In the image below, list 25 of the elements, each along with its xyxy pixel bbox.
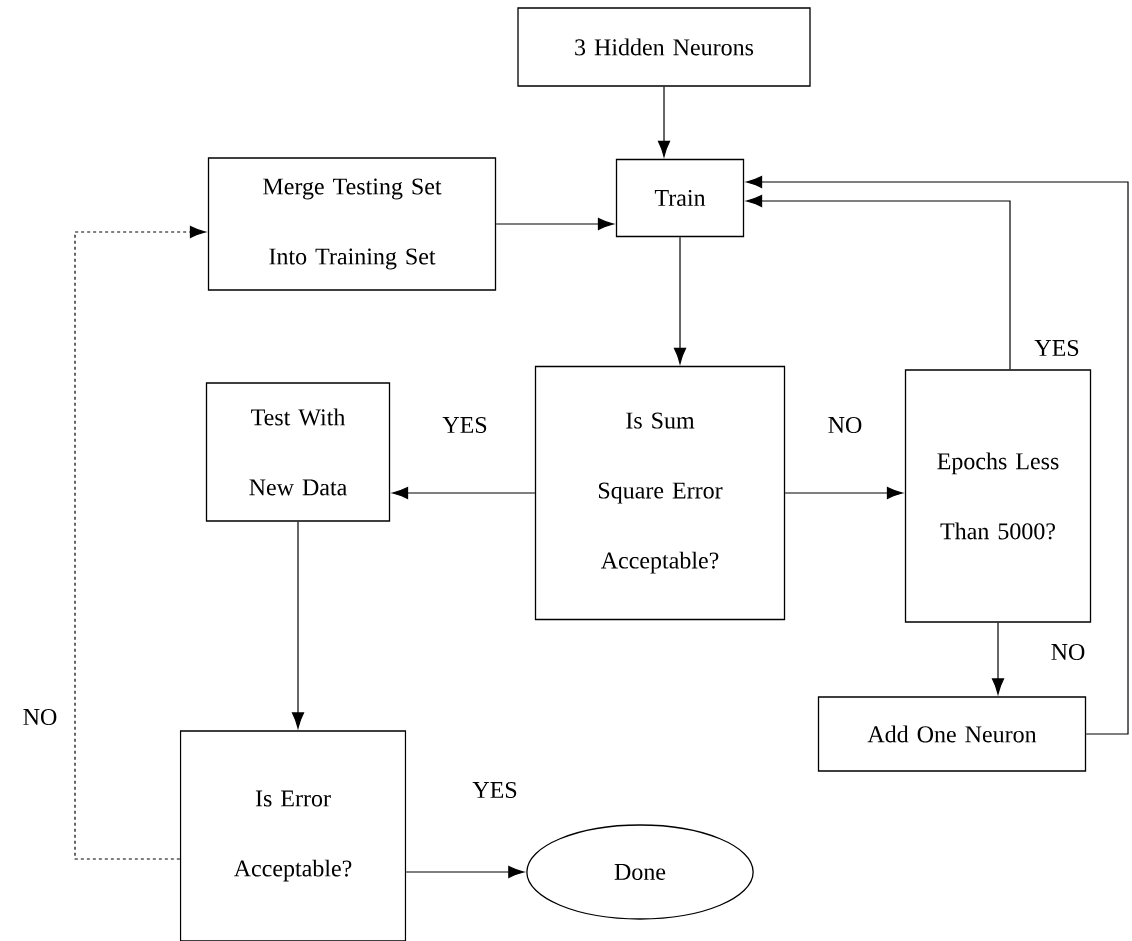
arrow: [495, 217, 614, 231]
process-box: Train: [615, 158, 745, 238]
process-box: Test With New Data: [205, 382, 391, 522]
edge-label: YES: [470, 779, 520, 801]
arrow: [746, 175, 1129, 735]
decision-box: Is Sum Square Error Acceptable?: [534, 365, 786, 621]
edge-label: NO: [20, 706, 60, 728]
edge-label: NO: [825, 414, 865, 436]
decision-box: Epochs Less Than 5000?: [904, 369, 1092, 623]
arrow: [673, 236, 687, 364]
edge-label: NO: [1048, 641, 1088, 663]
arrow: [405, 865, 525, 879]
arrow: [991, 622, 1005, 695]
arrow: [392, 486, 536, 500]
edge-label: YES: [440, 414, 490, 436]
edge-label: YES: [1032, 337, 1082, 359]
arrow: [746, 194, 1011, 370]
arrow: [657, 86, 671, 157]
process-box: 3 Hidden Neurons: [517, 7, 811, 87]
decision-box: Is Error Acceptable?: [179, 730, 407, 941]
process-box: Merge Testing Set Into Training Set: [207, 157, 497, 291]
process-box: Add One Neuron: [817, 696, 1087, 772]
arrow: [291, 521, 305, 729]
arrow: [784, 486, 903, 500]
arrow: [74, 225, 206, 860]
